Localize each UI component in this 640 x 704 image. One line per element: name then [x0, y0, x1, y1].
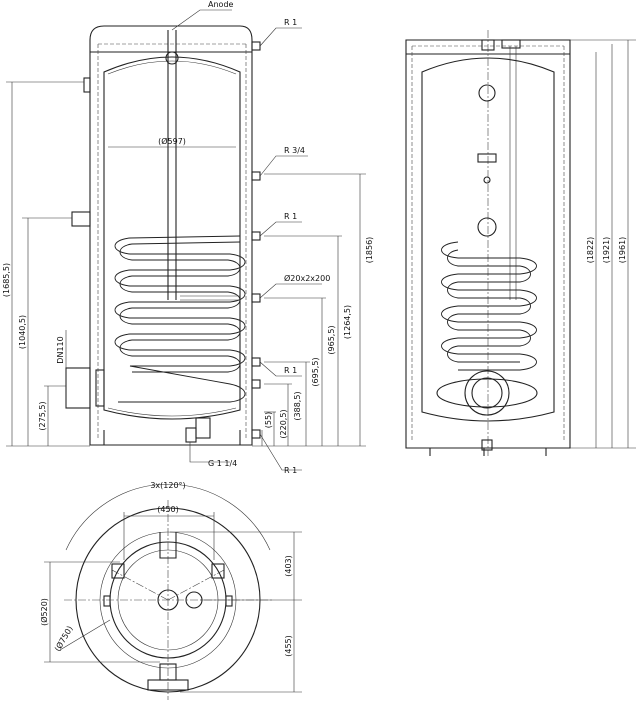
side-stub-top-outlet: [251, 41, 261, 51]
label-coil-lower: R 1: [284, 366, 297, 375]
label-bottom-inlet: R 1: [284, 466, 297, 475]
front-coil: [441, 241, 537, 371]
side-flange-dn110: [65, 367, 91, 409]
front-top-fitting: [481, 39, 495, 51]
side-anode-fitting: [165, 51, 179, 65]
label-sensor: Ø20x2x200: [284, 273, 330, 283]
side-stub-coil-upper: [251, 231, 261, 241]
front-tank-shell: [421, 57, 555, 422]
top-view: 3x(120°) (450) (403) (455) (Ø520) (Ø750): [39, 481, 302, 700]
dim-1822: (1822): [586, 237, 595, 264]
label-top-outlet: R 1: [284, 18, 297, 27]
side-view: Anode R 1 R 3/4 R 1 Ø20x2x200 R 1 G 1 1/…: [2, 0, 374, 475]
label-drain: G 1 1/4: [208, 459, 237, 468]
front-sensor-port: [483, 176, 491, 184]
side-sensor-leader: [259, 283, 322, 299]
dim-388-5: (388,5): [293, 391, 302, 420]
side-top-left-fitting: [83, 77, 91, 93]
top-bottom-bracket: [147, 679, 189, 691]
label-angle: 3x(120°): [150, 481, 185, 490]
top-dim-line-750: [59, 619, 111, 651]
side-stub-coil-lower: [251, 357, 261, 367]
top-left-stub: [103, 595, 111, 607]
side-drain: [185, 427, 197, 443]
front-flange-inner: [471, 377, 503, 409]
label-coil-upper: R 1: [284, 212, 297, 221]
label-anode: Anode: [208, 0, 234, 9]
dim-55: (55): [264, 412, 273, 428]
top-axis-right: [167, 569, 225, 601]
side-tank-top-dome-inner: [107, 60, 237, 75]
dim-965-5: (965,5): [327, 325, 336, 354]
top-foot-left: [111, 563, 125, 579]
front-top-outlet: [501, 39, 521, 49]
top-bracket: [159, 532, 177, 559]
dim-1961: (1961): [618, 237, 627, 264]
dim-750: (Ø750): [52, 624, 75, 653]
side-insulation-jacket: [89, 25, 253, 446]
side-heat-exchanger-coil-inner: [119, 241, 241, 373]
dim-450: (450): [157, 505, 179, 514]
label-inner-diameter: (Ø597): [158, 136, 186, 146]
side-heat-exchanger-coil: [114, 235, 246, 403]
side-stub-bottom-inlet: [251, 429, 261, 439]
label-dn110: DN110: [56, 336, 65, 363]
side-recirc-leader: [259, 155, 308, 177]
side-stub-sensor: [251, 293, 261, 303]
dim-695-5: (695,5): [311, 357, 320, 386]
front-bottom-coil-loop: [436, 378, 538, 408]
side-left-fitting: [71, 211, 91, 227]
front-drain: [481, 439, 493, 451]
dim-520: (Ø520): [39, 598, 49, 626]
front-inspection-port: [477, 217, 497, 237]
label-recirc: R 3/4: [284, 146, 305, 155]
dim-1685-5: (1685,5): [2, 263, 11, 297]
side-drain-leader: [189, 442, 230, 463]
side-left-dimensions: [6, 81, 90, 447]
dim-455: (455): [284, 635, 293, 657]
side-coil-lower-leader: [259, 361, 302, 377]
top-right-stub: [225, 595, 233, 607]
front-flange: [464, 370, 510, 416]
front-view: (1822) (1921) (1961): [405, 30, 636, 456]
dim-1856: (1856): [365, 237, 374, 264]
side-anode-leader: [171, 9, 232, 31]
dim-1040-5: (1040,5): [18, 315, 27, 349]
side-top-outlet-leader: [259, 27, 302, 47]
side-stub-recirc: [251, 171, 261, 181]
top-foot-right: [211, 563, 225, 579]
side-stub-aux: [251, 379, 261, 389]
dim-403: (403): [284, 555, 293, 577]
side-right-dimensions: [252, 173, 366, 447]
side-drain-bracket: [195, 417, 211, 439]
dim-220-5: (220,5): [279, 409, 288, 438]
side-tank-bottom-inner: [107, 407, 237, 417]
front-nameplate: [477, 153, 497, 163]
side-tank-shell: [103, 56, 241, 420]
side-flange-plate: [95, 369, 105, 407]
front-thermometer: [478, 84, 496, 102]
dim-1921: (1921): [602, 237, 611, 264]
dim-275-5: (275,5): [38, 401, 47, 430]
top-axis-left: [111, 569, 169, 601]
top-angle-arc: [65, 483, 271, 551]
side-coil-upper-leader: [259, 221, 302, 237]
front-coil-2: [447, 249, 531, 363]
dim-1264-5: (1264,5): [343, 305, 352, 339]
